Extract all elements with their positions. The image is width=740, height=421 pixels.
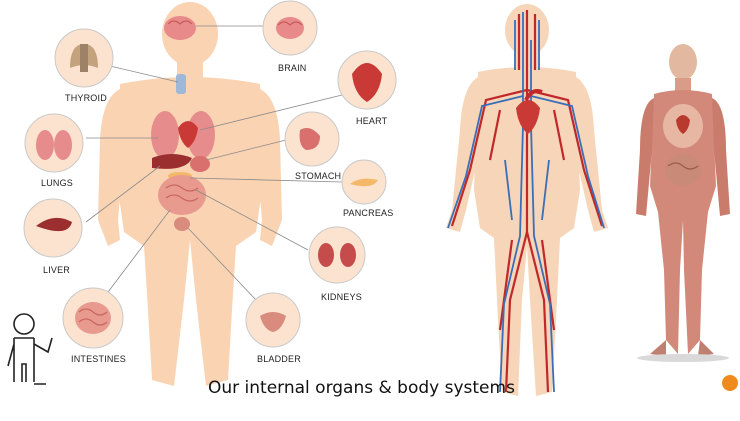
liver-organ bbox=[152, 154, 192, 169]
brain-organ bbox=[164, 16, 196, 40]
bladder-organ bbox=[174, 217, 190, 231]
thyroid-organ bbox=[176, 74, 186, 94]
body-silhouette bbox=[98, 2, 282, 386]
lungs-callout bbox=[24, 113, 84, 173]
label-liver: LIVER bbox=[43, 265, 70, 275]
arteries bbox=[450, 10, 604, 393]
label-lungs: LUNGS bbox=[41, 178, 73, 188]
heart-organ-circulatory bbox=[516, 89, 543, 134]
label-kidneys: KIDNEYS bbox=[321, 292, 362, 302]
liver-callout bbox=[23, 198, 83, 258]
pancreas-callout bbox=[341, 159, 387, 205]
orange-dot-icon bbox=[722, 375, 738, 391]
intestines-callout bbox=[62, 287, 124, 349]
label-pancreas: PANCREAS bbox=[343, 208, 393, 218]
stick-figure-icon bbox=[7, 313, 53, 385]
label-thyroid: THYROID bbox=[65, 93, 107, 103]
veins bbox=[447, 12, 605, 393]
lungs-organ bbox=[151, 111, 215, 159]
anatomy-model-shadow bbox=[637, 354, 729, 362]
leader-lines bbox=[85, 25, 343, 301]
stomach-callout bbox=[284, 111, 340, 167]
heart-organ bbox=[178, 121, 198, 148]
label-heart: HEART bbox=[356, 116, 388, 126]
stomach-organ bbox=[190, 156, 210, 172]
kidneys-callout bbox=[308, 226, 366, 284]
bladder-callout bbox=[245, 292, 301, 348]
heart-callout bbox=[337, 50, 397, 110]
thyroid-callout bbox=[54, 28, 114, 88]
label-intestines: INTESTINES bbox=[71, 354, 126, 364]
label-bladder: BLADDER bbox=[257, 354, 301, 364]
anatomy-model bbox=[636, 44, 730, 356]
label-brain: BRAIN bbox=[278, 63, 307, 73]
caption: Our internal organs & body systems bbox=[208, 378, 515, 398]
label-stomach: STOMACH bbox=[295, 171, 341, 181]
brain-callout bbox=[262, 0, 318, 56]
intestines-organ bbox=[158, 175, 206, 215]
